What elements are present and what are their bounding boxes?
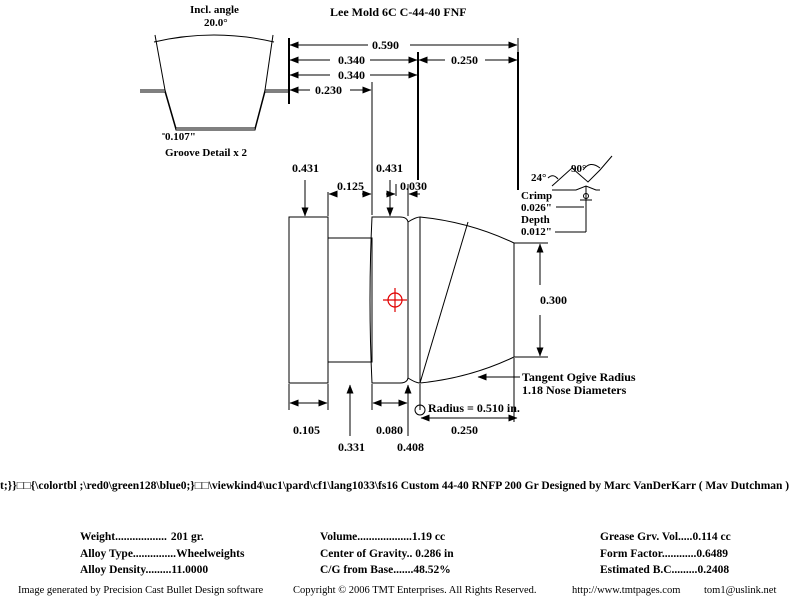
stat-volume: Volume...................1.19 cc [320,531,446,543]
ogive-line2: 1.18 Nose Diameters [522,383,627,397]
dim-0340-a: 0.340 [338,53,365,67]
groove-angle-arc [153,34,275,43]
crimp-depth-label: Depth [521,214,550,226]
stats-column-3: Grease Grv. Vol.....0.114 cc Form Factor… [600,529,731,579]
stat-grease-volume: Grease Grv. Vol.....0.114 cc [600,531,731,543]
cg-marker-icon [383,288,407,312]
bullet-crimp-band [407,216,421,384]
dim-0030: 0.030 [400,179,427,193]
dim-0331: 0.331 [338,440,365,454]
radius-center-icon [414,404,426,416]
dim-0431-right: 0.431 [376,161,403,175]
nose-dimension: 0.300 [514,242,567,358]
footer-generated: Image generated by Precision Cast Bullet… [18,585,264,596]
crimp-depth-value: 0.012" [521,226,552,238]
bullet-base-band [288,216,329,384]
crimp-angle-24: 24° [531,172,546,184]
bullet-groove-shank [327,237,373,363]
footer-website-link[interactable]: http://www.tmtpages.com [572,585,681,596]
groove-profile-inner [140,91,288,131]
stat-center-of-gravity: Center of Gravity.. 0.286 in [320,547,454,560]
bullet-ogive-nose [419,216,515,384]
crimp-detail: 24° 90° Crimp 0.026" Depth 0.012" [517,52,613,238]
top-dimensions: 0.590 0.340 0.250 0.340 0.230 [288,38,519,215]
footer-copyright: Copyright © 2006 TMT Enterprises. All Ri… [293,585,537,596]
stat-weight: Weight..................201 gr. [80,531,204,543]
bottom-dimensions: 0.105 0.331 0.080 0.408 Radius = 0.510 i… [288,358,520,454]
bullet-front-band [369,216,409,384]
dim-0105: 0.105 [293,423,320,437]
dim-0408: 0.408 [397,440,424,454]
dim-0340-b: 0.340 [338,68,365,82]
crimp-label: Crimp [521,190,552,202]
stat-form-factor: Form Factor............0.6489 [600,547,728,560]
groove-detail: Incl. angle 20.0° 0.107" Groove Detail x… [140,4,288,159]
dim-0250-top: 0.250 [451,53,478,67]
ogive-line1: Tangent Ogive Radius [522,370,636,384]
groove-left-wall [140,34,166,91]
dim-overall-length: 0.590 [372,38,399,52]
stat-alloy-type: Alloy Type...............Wheelweights [80,547,245,560]
ogive-tangent-line [419,221,469,384]
stats-column-1: Weight..................201 gr. Alloy Ty… [80,529,244,579]
stat-alloy-density: Alloy Density.........11.0000 [80,564,209,576]
groove-caption: Groove Detail x 2 [165,147,247,159]
groove-angle-label: Incl. angle [190,4,239,16]
stats-column-2: Volume...................1.19 cc Center … [320,529,454,579]
groove-right-wall [264,34,288,91]
groove-angle-value: 20.0° [204,17,228,29]
groove-width-value: 0.107" [165,131,196,143]
drawing-title: Lee Mold 6C C-44-40 FNF [330,5,467,19]
crimp-value: 0.026" [521,202,552,214]
dim-radius: Radius = 0.510 in. [428,401,520,415]
upper-dimension-labels: 0.431 0.431 0.125 0.030 [292,161,427,217]
groove-profile [164,89,266,129]
ogive-radius-annotation: Tangent Ogive Radius 1.18 Nose Diameters [477,370,636,397]
bullet-profile [288,216,515,384]
dim-0080: 0.080 [376,423,403,437]
crimp-angle-90: 90° [571,163,586,175]
dim-0230: 0.230 [315,83,342,97]
dim-0431-left: 0.431 [292,161,319,175]
dim-0300: 0.300 [540,293,567,307]
dim-0250-bottom: 0.250 [451,423,478,437]
footer-email-link[interactable]: tom1@uslink.net [704,585,777,596]
stat-estimated-bc: Estimated B.C.........0.2408 [600,564,730,576]
design-description: t;}}□□{\colortbl ;\red0\green128\blue0;}… [0,480,790,492]
dim-0125: 0.125 [337,179,364,193]
stat-cg-from-base: C/G from Base.......48.52% [320,564,451,576]
